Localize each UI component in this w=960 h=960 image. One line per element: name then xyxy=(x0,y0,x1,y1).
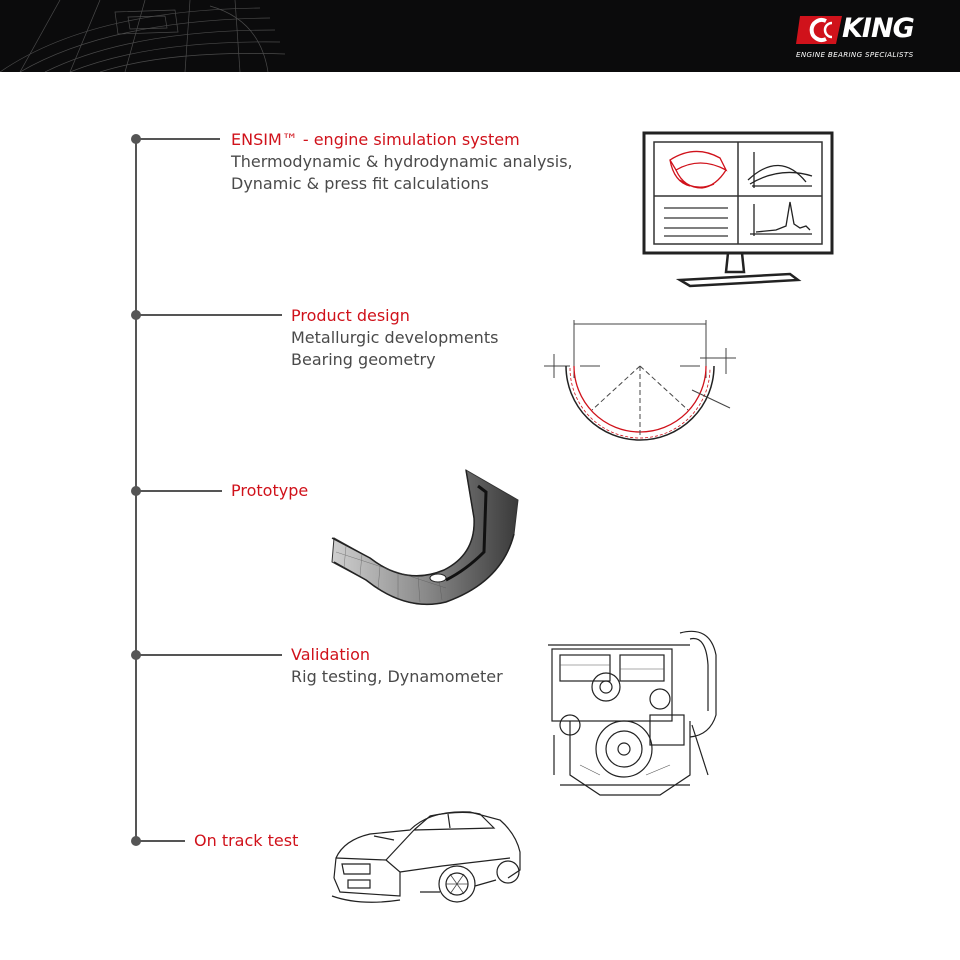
king-logo: KING ENGINE BEARING SPECIALISTS xyxy=(792,14,942,64)
header-bar: KING ENGINE BEARING SPECIALISTS xyxy=(0,0,960,72)
step-title: Validation xyxy=(291,645,371,664)
bearing-shell-icon xyxy=(331,469,519,606)
step-title: Product design xyxy=(291,306,410,325)
wireframe-decoration-icon xyxy=(0,0,286,72)
step-description-line: Bearing geometry xyxy=(291,350,436,369)
logo-tagline: ENGINE BEARING SPECIALISTS xyxy=(796,50,914,59)
car-icon xyxy=(331,811,521,903)
step-product-design: Product design Metallurgic developments … xyxy=(291,305,498,371)
step-title: Prototype xyxy=(231,481,309,500)
step-description-line: Thermodynamic & hydrodynamic analysis, xyxy=(231,152,573,171)
bearing-geometry-drawing-icon xyxy=(544,320,736,441)
step-validation: Validation Rig testing, Dynamometer xyxy=(291,644,503,688)
timeline-node xyxy=(131,650,141,660)
timeline-node xyxy=(131,836,141,846)
step-description-line: Dynamic & press fit calculations xyxy=(231,174,489,193)
step-description-line: Rig testing, Dynamometer xyxy=(291,667,503,686)
king-logo-mark-icon xyxy=(796,16,842,44)
engine-icon xyxy=(548,630,717,796)
step-description-line: Metallurgic developments xyxy=(291,328,499,347)
logo-wordmark: KING xyxy=(842,13,915,44)
step-on-track-test: On track test xyxy=(194,830,298,852)
timeline-node xyxy=(131,486,141,496)
timeline-node xyxy=(131,310,141,320)
timeline-node xyxy=(131,134,141,144)
step-ensim: ENSIM™ - engine simulation system Thermo… xyxy=(231,129,573,195)
step-title: On track test xyxy=(194,831,299,850)
step-title: ENSIM™ - engine simulation system xyxy=(231,130,520,149)
step-prototype: Prototype xyxy=(231,480,308,502)
monitor-simulation-icon xyxy=(642,131,834,288)
